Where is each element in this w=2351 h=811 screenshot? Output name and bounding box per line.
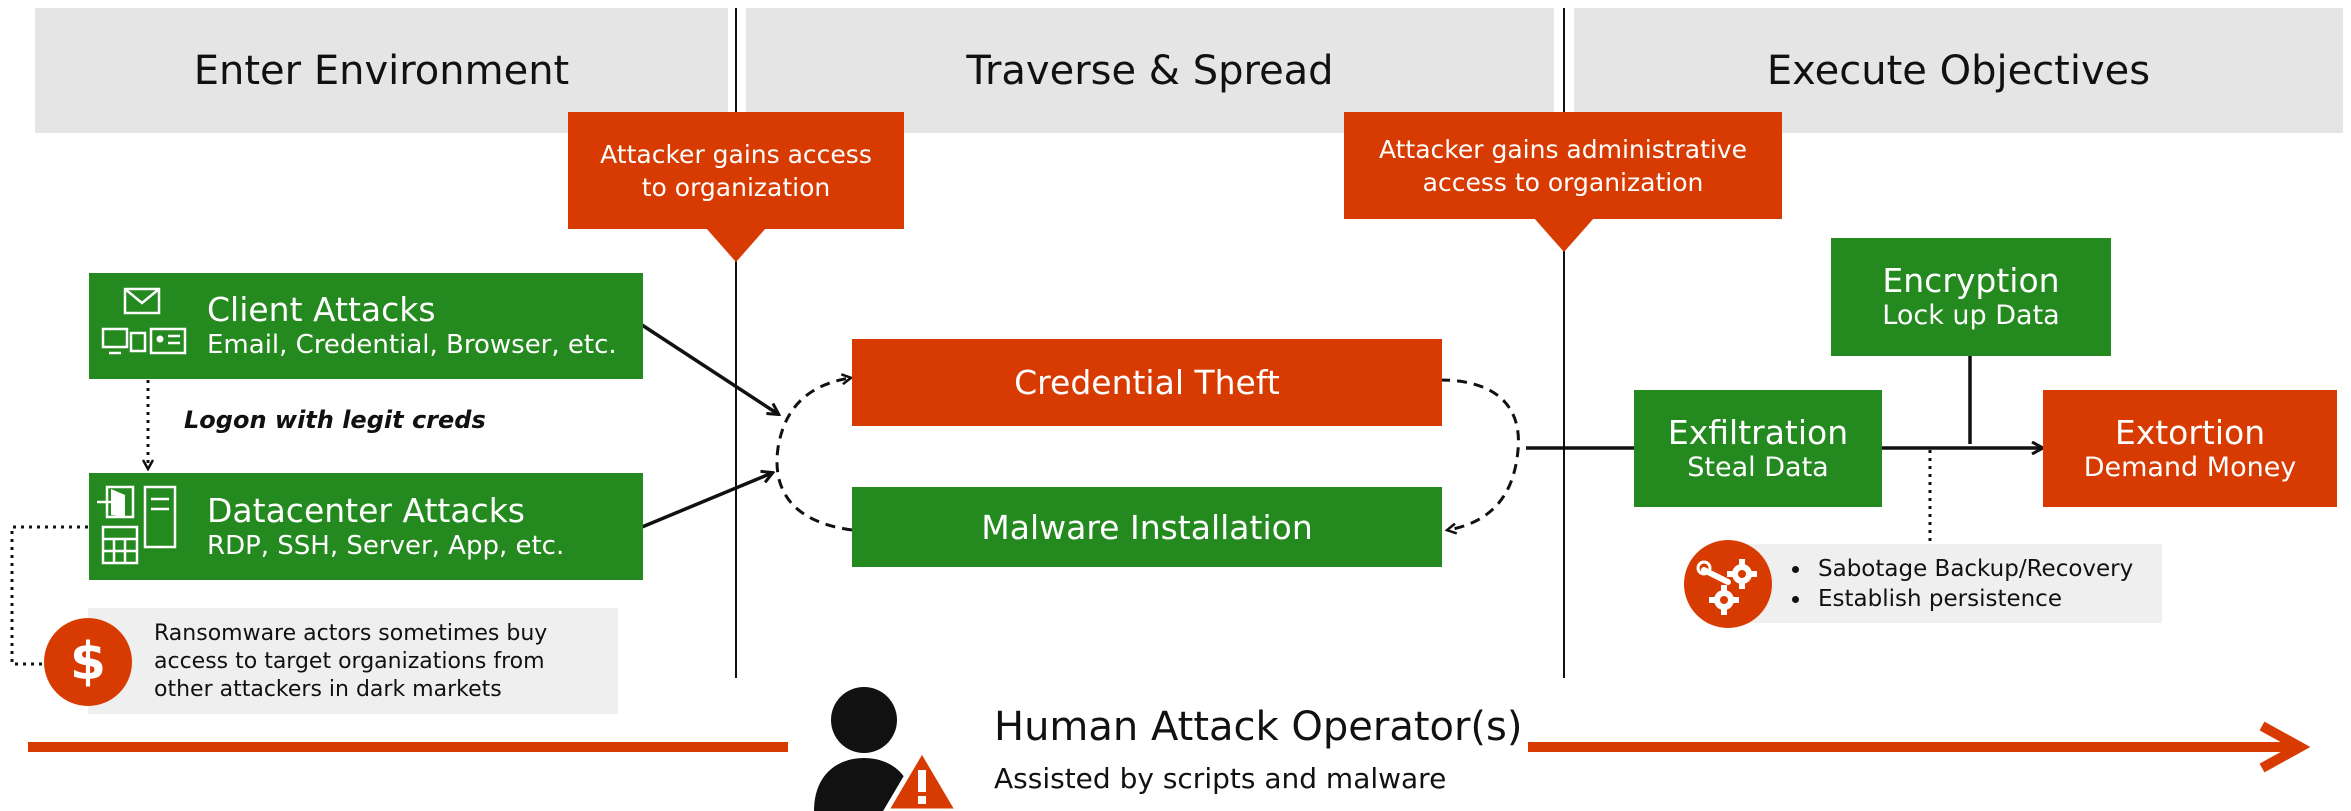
purchase-note: Ransomware actors sometimes buy access t… [88,608,618,714]
malware-installation-box: Malware Installation [852,487,1442,567]
client-to-traverse-arrow [641,323,778,414]
person-warning-icon [814,687,961,811]
operator-icon [808,680,968,811]
sabotage-bullets: Sabotage Backup/Recovery Establish persi… [1776,554,2133,614]
operator-title: Human Attack Operator(s) [994,704,1523,750]
datacenter-attacks-icon [89,473,207,580]
datacenter-to-traverse-arrow [641,473,772,529]
datacenter-attacks-subtitle: RDP, SSH, Server, App, etc. [207,530,565,561]
datacenter-attacks-text: Datacenter Attacks RDP, SSH, Server, App… [207,490,565,562]
operator-subtitle: Assisted by scripts and malware [994,762,1447,795]
phase-label: Execute Objectives [1766,47,2151,94]
dollar-glyph: $ [69,632,107,692]
sabotage-bullet-item: Establish persistence [1812,584,2133,614]
timeline-arrowhead [2259,721,2311,773]
credential-theft-label: Credential Theft [1014,363,1280,402]
server-door-icon [97,485,177,565]
exfiltration-subtitle: Steal Data [1687,451,1829,483]
exfiltration-box: Exfiltration Steal Data [1634,390,1882,507]
malware-installation-label: Malware Installation [981,507,1313,547]
client-attacks-icon [89,273,207,379]
datacenter-attacks-title: Datacenter Attacks [207,490,525,530]
phase-label: Traverse & Spread [966,47,1334,94]
exfiltration-title: Exfiltration [1667,412,1849,452]
client-attacks-subtitle: Email, Credential, Browser, etc. [207,330,617,360]
gears-wrench-icon [1684,540,1772,628]
client-attacks-box: Client Attacks Email, Credential, Browse… [89,273,643,379]
callout-access-notch [706,228,766,262]
purchase-dotted-connector [10,525,88,666]
envelope-devices-icon [101,287,187,355]
callout-access: Attacker gains access to organization [568,112,904,229]
sabotage-note: Sabotage Backup/Recovery Establish persi… [1720,544,2162,623]
callout-admin-access: Attacker gains administrative access to … [1344,112,1782,219]
sabotage-bullet-item: Sabotage Backup/Recovery [1812,554,2133,584]
purchase-note-text: Ransomware actors sometimes buy access t… [154,621,548,702]
client-attacks-text: Client Attacks Email, Credential, Browse… [207,291,617,361]
callout-access-text: Attacker gains access to organization [600,139,872,202]
extortion-subtitle: Demand Money [2083,451,2297,483]
callout-admin-access-text: Attacker gains administrative access to … [1378,134,1748,197]
phase-enter-environment: Enter Environment [35,8,728,133]
encryption-title: Encryption [1882,261,2060,300]
phase-label: Enter Environment [193,47,570,94]
client-attacks-title: Client Attacks [207,290,436,329]
credential-theft-box: Credential Theft [852,339,1442,426]
right-loop-dashed [1439,378,1520,530]
logon-label: Logon with legit creds [184,406,486,434]
datacenter-attacks-box: Datacenter Attacks RDP, SSH, Server, App… [89,473,643,580]
dollar-icon: $ [44,618,132,706]
extortion-box: Extortion Demand Money [2043,390,2337,507]
callout-admin-access-notch [1534,218,1594,252]
left-loop-dashed [775,378,852,532]
encryption-box: Encryption Lock up Data [1831,238,2111,356]
encryption-subtitle: Lock up Data [1882,300,2060,331]
gears-icon [1696,559,1757,615]
extortion-title: Extortion [2114,412,2266,452]
